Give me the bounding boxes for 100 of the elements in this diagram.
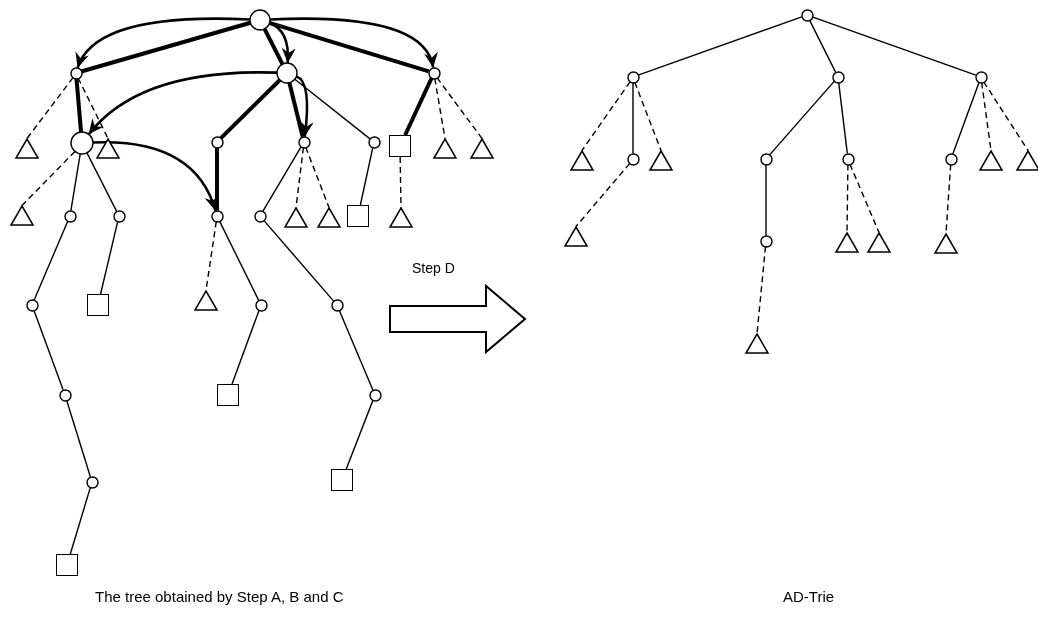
node-circle bbox=[759, 152, 773, 166]
node-circle bbox=[944, 152, 958, 166]
tree-edge bbox=[756, 245, 767, 335]
tree-edge bbox=[849, 163, 880, 234]
node-circle bbox=[626, 152, 640, 166]
step-label: Step D bbox=[412, 260, 455, 277]
subtree-triangle bbox=[746, 333, 768, 353]
tree-edge bbox=[262, 219, 335, 302]
tree-edge bbox=[345, 399, 374, 470]
tree-edge bbox=[837, 81, 849, 155]
tree-edge bbox=[634, 81, 662, 152]
tree-edge bbox=[287, 82, 305, 138]
subtree-triangle bbox=[390, 207, 412, 227]
node-circle bbox=[249, 9, 271, 31]
node-circle bbox=[367, 135, 381, 149]
node-circle bbox=[112, 209, 126, 223]
tree-edge bbox=[65, 399, 92, 478]
leaf-square bbox=[217, 384, 239, 406]
tree-edge bbox=[262, 28, 285, 65]
tree-edge bbox=[765, 163, 767, 237]
curved-arrow bbox=[295, 75, 314, 137]
tree-edge bbox=[231, 309, 260, 385]
node-circle bbox=[254, 298, 268, 312]
subtree-triangle bbox=[935, 233, 957, 253]
tree-edge bbox=[215, 147, 219, 211]
subtree-triangle bbox=[571, 150, 593, 170]
node-circle bbox=[25, 298, 39, 312]
node-circle bbox=[974, 70, 988, 84]
node-circle bbox=[85, 475, 99, 489]
tree-edge bbox=[983, 81, 1029, 152]
tree-edge bbox=[403, 77, 434, 136]
subtree-triangle bbox=[195, 290, 217, 310]
leaf-square bbox=[389, 135, 411, 157]
curved-arrow bbox=[92, 141, 218, 212]
subtree-triangle bbox=[97, 138, 119, 158]
tree-edge bbox=[69, 486, 92, 555]
node-circle bbox=[831, 70, 845, 84]
subtree-triangle bbox=[434, 138, 456, 158]
curved-arrow bbox=[87, 71, 278, 136]
subtree-triangle bbox=[1017, 150, 1038, 170]
subtree-triangle bbox=[11, 205, 33, 225]
leaf-square bbox=[87, 294, 109, 316]
node-circle bbox=[330, 298, 344, 312]
node-circle bbox=[58, 388, 72, 402]
leaf-square bbox=[331, 469, 353, 491]
node-circle bbox=[210, 135, 224, 149]
tree-edge bbox=[359, 146, 374, 206]
node-circle bbox=[69, 66, 83, 80]
tree-caption: The tree obtained by Step A, B and C bbox=[95, 588, 344, 606]
tree-edge bbox=[33, 309, 64, 391]
subtree-triangle bbox=[318, 207, 340, 227]
tree-edge bbox=[808, 19, 837, 73]
node-circle bbox=[276, 62, 298, 84]
node-circle bbox=[626, 70, 640, 84]
node-circle bbox=[63, 209, 77, 223]
tree-edge bbox=[70, 153, 81, 212]
tree-edge bbox=[338, 309, 374, 391]
node-circle bbox=[427, 66, 441, 80]
subtree-triangle bbox=[650, 150, 672, 170]
node-circle bbox=[759, 234, 773, 248]
subtree-triangle bbox=[980, 150, 1002, 170]
tree-caption: AD-Trie bbox=[783, 588, 835, 606]
tree-edge bbox=[218, 220, 260, 301]
tree-edge bbox=[768, 80, 836, 156]
tree-edge bbox=[952, 81, 980, 155]
tree-edge bbox=[77, 77, 109, 140]
subtree-triangle bbox=[285, 207, 307, 227]
tree-edge bbox=[26, 76, 74, 140]
tree-edge bbox=[436, 76, 483, 140]
leaf-square bbox=[347, 205, 369, 227]
tree-edge bbox=[294, 78, 371, 140]
tree-edge bbox=[434, 77, 446, 140]
subtree-triangle bbox=[836, 232, 858, 252]
tree-edge bbox=[33, 220, 69, 301]
curved-arrow bbox=[269, 17, 437, 68]
tree-edge bbox=[99, 220, 119, 295]
subtree-triangle bbox=[16, 138, 38, 158]
node-circle bbox=[368, 388, 382, 402]
tree-edge bbox=[575, 162, 631, 228]
tree-edge bbox=[637, 16, 803, 76]
tree-edge bbox=[632, 81, 634, 155]
tree-edge bbox=[86, 152, 118, 212]
tree-edge bbox=[262, 146, 302, 212]
subtree-triangle bbox=[471, 138, 493, 158]
node-circle bbox=[800, 8, 814, 22]
node-circle bbox=[253, 209, 267, 223]
tree-edge bbox=[21, 150, 76, 207]
node-circle bbox=[70, 131, 94, 155]
tree-edge bbox=[74, 78, 84, 133]
node-circle bbox=[210, 209, 224, 223]
tree-edge bbox=[269, 21, 430, 74]
subtree-triangle bbox=[565, 226, 587, 246]
tree-edge bbox=[305, 146, 330, 209]
leaf-square bbox=[56, 554, 78, 576]
tree-edge bbox=[219, 78, 282, 140]
node-circle bbox=[297, 135, 311, 149]
node-circle bbox=[841, 152, 855, 166]
tree-edge bbox=[811, 16, 977, 76]
subtree-triangle bbox=[868, 232, 890, 252]
tree-edge bbox=[581, 81, 631, 152]
